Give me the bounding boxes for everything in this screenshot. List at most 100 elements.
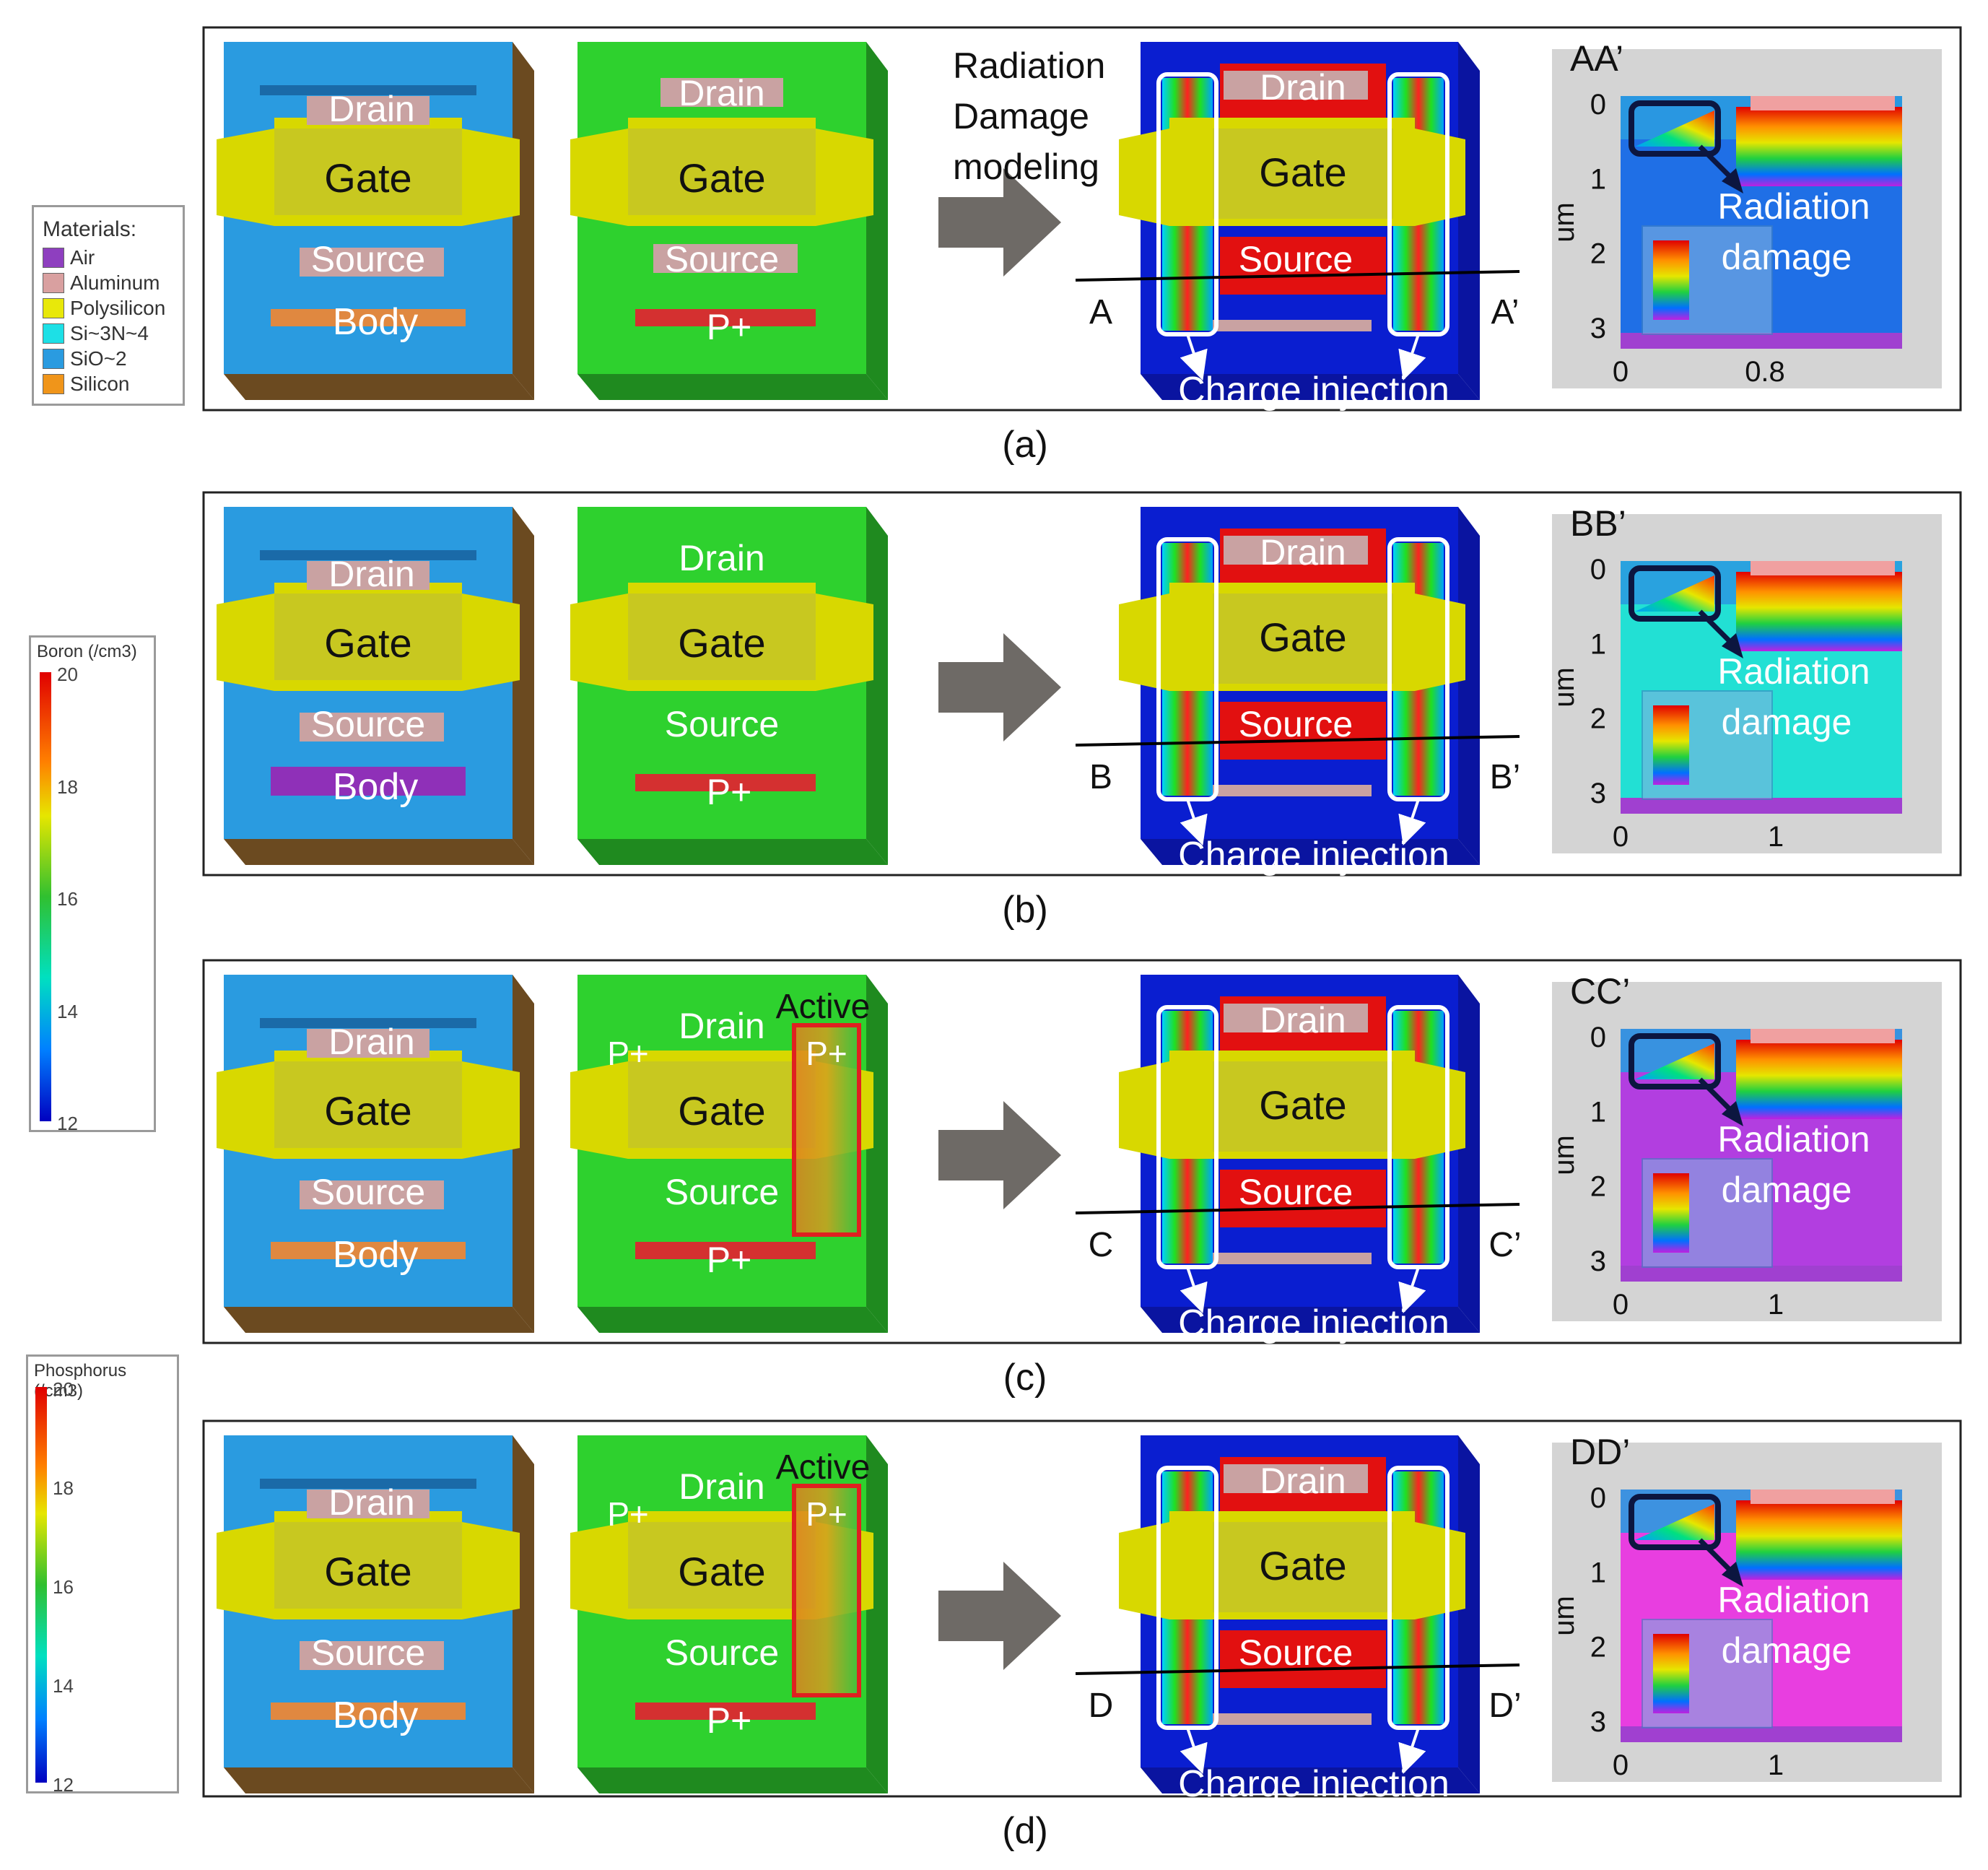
material-swatch	[43, 323, 64, 344]
drain-label: Drain	[328, 1022, 414, 1062]
y-tick-label: 3	[1590, 1706, 1606, 1738]
panel-caption: (c)	[1003, 1357, 1047, 1399]
damage-label: damage	[1722, 1630, 1852, 1671]
damage-structure-side	[1458, 975, 1480, 1333]
y-tick-label: 2	[1590, 1632, 1606, 1664]
source-label-3: Source	[1239, 1632, 1353, 1673]
drain-label: Drain	[328, 89, 414, 129]
drain-label: Drain	[328, 1482, 414, 1523]
gate-label-3: Gate	[1259, 1082, 1346, 1128]
material-legend-item: Polysilicon	[43, 297, 165, 320]
body-contact-3	[1213, 320, 1372, 331]
gate-label: Gate	[324, 620, 411, 666]
damage-highlight	[1629, 565, 1721, 622]
gate-label: Gate	[324, 1088, 411, 1134]
radiation-label: Radiation	[1717, 186, 1870, 227]
drain-label-3: Drain	[1260, 1000, 1346, 1040]
body-contact-3	[1213, 785, 1372, 796]
section-doping-band	[1736, 1500, 1902, 1580]
damage-highlight	[1629, 1033, 1721, 1090]
injection-arrow-left	[1180, 334, 1208, 380]
boron-colorbar	[40, 672, 51, 1121]
source-label-2: Source	[665, 1632, 779, 1673]
injection-arrow-right	[1398, 1266, 1426, 1313]
section-inset-colorbar	[1653, 1634, 1689, 1713]
injection-arrow-left	[1180, 1727, 1208, 1774]
damage-structure-bottom	[1141, 374, 1480, 400]
section-fan	[1635, 1504, 1714, 1540]
colorbar-tick-label: 20	[53, 1378, 74, 1400]
trench	[260, 1018, 476, 1028]
active-region	[794, 1025, 859, 1235]
source-label-3: Source	[1239, 704, 1353, 744]
cut-label-left: D	[1089, 1687, 1114, 1725]
body-label: Body	[333, 1234, 419, 1276]
y-axis-label: um	[1548, 667, 1580, 708]
damage-pointer-head	[1722, 1562, 1743, 1587]
section-contact	[1751, 561, 1895, 575]
panel-b: DrainGateSourceBodyDrainGateSourceP+Drai…	[202, 491, 1962, 931]
section-title: AA’	[1570, 38, 1623, 79]
drain-contact	[307, 96, 430, 125]
colorbar-tick-label: 14	[53, 1675, 74, 1697]
injection-arrow-left	[1180, 799, 1208, 845]
body-label: Body	[333, 301, 419, 343]
material-swatch	[43, 248, 64, 268]
section-title: BB’	[1570, 503, 1626, 544]
body-contact	[271, 1242, 466, 1259]
pplus-region	[635, 774, 816, 791]
gate-label-2: Gate	[678, 620, 765, 666]
doping-structure-bottom	[577, 374, 888, 400]
process-arrow	[938, 168, 1061, 277]
injection-arrow-right	[1398, 334, 1426, 380]
device-structure-bottom	[224, 1307, 534, 1333]
gate-label-2: Gate	[678, 155, 765, 201]
section-title: CC’	[1570, 971, 1630, 1012]
cut-label-left: A	[1089, 293, 1112, 331]
doping-structure-bottom	[577, 1307, 888, 1333]
rdm-label-2: Damage	[953, 96, 1089, 136]
source-damage-zone	[1220, 237, 1386, 295]
damage-structure-bottom	[1141, 839, 1480, 865]
damage-structure-side	[1458, 42, 1480, 400]
gate-label-2: Gate	[678, 1549, 765, 1594]
device-structure-bottom	[224, 1767, 534, 1793]
drain-label-3: Drain	[1260, 67, 1346, 108]
y-axis-label: um	[1548, 1596, 1580, 1636]
pplus-region	[635, 1702, 816, 1720]
source-label-2: Source	[665, 239, 779, 279]
gate-label-3: Gate	[1259, 1543, 1346, 1588]
process-arrow	[938, 633, 1061, 742]
damage-label: damage	[1722, 237, 1852, 277]
panel-frame	[202, 959, 1962, 1344]
gate-face-2	[628, 129, 816, 215]
gate-face-3	[1213, 129, 1393, 219]
gate-label: Gate	[324, 155, 411, 201]
source-label: Source	[311, 1632, 425, 1673]
device-structure-bottom	[224, 374, 534, 400]
section-bottom-layer	[1621, 798, 1902, 814]
section-doping-band	[1736, 107, 1902, 186]
source-label: Source	[311, 704, 425, 744]
cut-line	[1075, 735, 1520, 747]
gate-face-2	[628, 593, 816, 680]
x-tick-label: 0	[1613, 821, 1629, 853]
section-inset-colorbar	[1653, 240, 1689, 320]
y-axis-label: um	[1548, 1135, 1580, 1175]
material-swatch	[43, 374, 64, 394]
panel-frame	[202, 26, 1962, 412]
cut-label-right: A’	[1491, 293, 1519, 331]
source-damage-zone	[1220, 1170, 1386, 1227]
colorbar-tick-label: 20	[57, 664, 78, 685]
section-inset-colorbar	[1653, 1173, 1689, 1253]
source-label: Source	[311, 239, 425, 279]
gate-label: Gate	[324, 1549, 411, 1594]
section-bottom-layer	[1621, 1726, 1902, 1742]
charge-injection-label: Charge injection	[1178, 370, 1449, 412]
cut-line	[1075, 1203, 1520, 1214]
y-tick-label: 0	[1590, 554, 1606, 586]
panel-caption: (b)	[1002, 889, 1048, 931]
section-inset-colorbar	[1653, 705, 1689, 785]
source-label-2: Source	[665, 1172, 779, 1212]
x-tick-label: 0	[1613, 356, 1629, 388]
